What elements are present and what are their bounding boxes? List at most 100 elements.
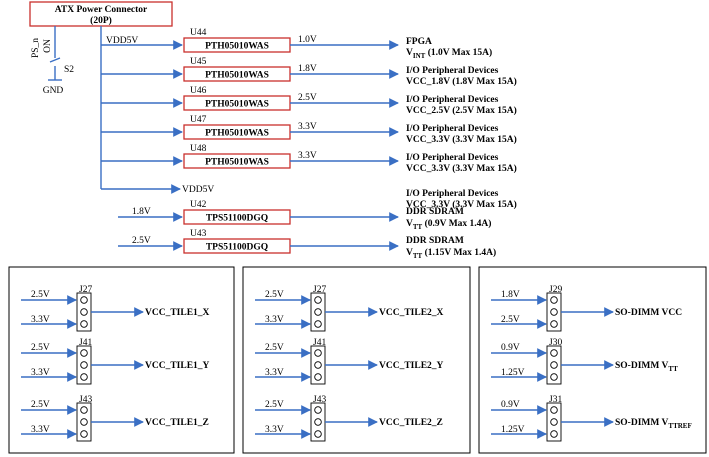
regulator-vout: 2.5V bbox=[298, 93, 317, 103]
jumper-input-1: 2.5V bbox=[31, 400, 50, 410]
switch-state-label: ON bbox=[43, 39, 53, 53]
regulator-dest-line2: VCC_3.3V (3.3V Max 15A) bbox=[406, 134, 517, 145]
jumper-input-2: 3.3V bbox=[31, 315, 50, 325]
ddr-vin: 1.8V bbox=[132, 207, 151, 217]
ddr-ref: U43 bbox=[190, 229, 207, 239]
jumper-ref: J29 bbox=[549, 285, 562, 295]
jumper-input-2: 1.25V bbox=[501, 368, 525, 378]
jumper-ref: J43 bbox=[79, 395, 92, 405]
atx-subtitle: (20P) bbox=[90, 15, 112, 26]
jumper-input-2: 2.5V bbox=[501, 315, 520, 325]
regulator-part: PTH05010WAS bbox=[205, 100, 269, 110]
jumper-output: SO-DIMM VCC bbox=[615, 308, 682, 318]
vdd5v-top-label: VDD5V bbox=[106, 36, 138, 46]
regulator-dest-line1: FPGA bbox=[406, 37, 432, 47]
jumper-input-2: 1.25V bbox=[501, 425, 525, 435]
atx-power-connector: ATX Power Connector (20P) bbox=[29, 1, 173, 27]
jumper-input-2: 3.3V bbox=[31, 368, 50, 378]
regulator-dest-line2: VCC_2.5V (2.5V Max 15A) bbox=[406, 105, 517, 116]
ddr-dest-line1: DDR SDRAM bbox=[406, 207, 464, 217]
jumper-input-2: 3.3V bbox=[31, 425, 50, 435]
power-switch-s2: PS_n ON S2 GND bbox=[31, 26, 74, 96]
regulator-ref: U46 bbox=[190, 86, 207, 96]
jumper-ref: J41 bbox=[313, 338, 326, 348]
jumper-j41: J41 2.5V 3.3V VCC_TILE2_Y bbox=[255, 338, 444, 385]
jumper-panel-2: J27 2.5V 3.3V VCC_TILE2_X J41 2.5V 3.3V VCC_TIL… bbox=[242, 266, 471, 454]
jumper-ref: J27 bbox=[79, 285, 92, 295]
jumper-input-1: 2.5V bbox=[265, 290, 284, 300]
jumper-input-2: 3.3V bbox=[265, 315, 284, 325]
jumper-input-2: 3.3V bbox=[265, 368, 284, 378]
vdd5v-bottom-label: VDD5V bbox=[182, 185, 214, 195]
jumper-j43: J43 2.5V 3.3V VCC_TILE1_Z bbox=[21, 395, 209, 442]
jumper-ref: J41 bbox=[79, 338, 92, 348]
switch-net-label: PS_n bbox=[31, 38, 41, 58]
regulator-vout: 3.3V bbox=[298, 151, 317, 161]
ddr-part: TPS51100DGQ bbox=[206, 243, 268, 253]
jumper-panel-1: J27 2.5V 3.3V VCC_TILE1_X J41 2.5V 3.3V VCC_TIL… bbox=[8, 266, 235, 454]
ddr-dest-line2: VTT (1.15V Max 1.4A) bbox=[406, 247, 496, 260]
jumper-panels: J27 2.5V 3.3V VCC_TILE1_X J41 2.5V 3.3V VCC_TIL… bbox=[8, 266, 707, 454]
vdd5v-bus: VDD5V VDD5V bbox=[100, 26, 214, 195]
ddr-part: TPS51100DGQ bbox=[206, 214, 268, 224]
regulator-part: PTH05010WAS bbox=[205, 158, 269, 168]
regulator-vout: 1.0V bbox=[298, 35, 317, 45]
switch-name-label: S2 bbox=[64, 65, 74, 75]
regulator-dest-line2: VINT (1.0V Max 15A) bbox=[406, 47, 492, 60]
regulator-dest-line2: VCC_1.8V (1.8V Max 15A) bbox=[406, 76, 517, 87]
jumper-j27: J27 2.5V 3.3V VCC_TILE2_X bbox=[255, 285, 444, 332]
ddr-vin: 2.5V bbox=[132, 236, 151, 246]
regulator-dest-line1: I/O Peripheral Devices bbox=[406, 153, 499, 163]
regulator-ref: U44 bbox=[190, 28, 207, 38]
regulator-dest-line2: VCC_3.3V (3.3V Max 15A) bbox=[406, 163, 517, 174]
jumper-j27: J27 2.5V 3.3V VCC_TILE1_X bbox=[21, 285, 210, 332]
extra-dest-line2: VCC_3.3V (3.3V Max 15A) bbox=[406, 199, 517, 210]
regulator-vout: 3.3V bbox=[298, 122, 317, 132]
jumper-input-1: 0.9V bbox=[501, 400, 520, 410]
regulator-ref: U45 bbox=[190, 57, 207, 67]
jumper-output: VCC_TILE2_Y bbox=[379, 361, 444, 371]
regulator-dest-line1: I/O Peripheral Devices bbox=[406, 124, 499, 134]
jumper-output: SO-DIMM VTT bbox=[615, 361, 678, 373]
atx-title: ATX Power Connector bbox=[55, 5, 148, 15]
regulator-dest-line1: I/O Peripheral Devices bbox=[406, 66, 499, 76]
jumper-input-1: 2.5V bbox=[265, 400, 284, 410]
jumper-output: VCC_TILE1_Z bbox=[145, 418, 209, 428]
ddr-dest-line2: VTT (0.9V Max 1.4A) bbox=[406, 218, 491, 231]
jumper-input-1: 1.8V bbox=[501, 290, 520, 300]
regulator-dest-line1: I/O Peripheral Devices bbox=[406, 95, 499, 105]
jumper-output: VCC_TILE1_Y bbox=[145, 361, 210, 371]
jumper-output: VCC_TILE2_X bbox=[379, 308, 444, 318]
regulator-part: PTH05010WAS bbox=[205, 42, 269, 52]
ddr-ref: U42 bbox=[190, 200, 207, 210]
jumper-input-1: 2.5V bbox=[31, 290, 50, 300]
regulator-ref: U47 bbox=[190, 115, 207, 125]
extra-dest-line1: I/O Peripheral Devices bbox=[406, 189, 499, 199]
jumper-ref: J27 bbox=[313, 285, 326, 295]
regulator-part: PTH05010WAS bbox=[205, 71, 269, 81]
jumper-input-1: 0.9V bbox=[501, 343, 520, 353]
jumper-output: VCC_TILE1_X bbox=[145, 308, 210, 318]
regulator-part: PTH05010WAS bbox=[205, 129, 269, 139]
jumper-ref: J43 bbox=[313, 395, 326, 405]
jumper-ref: J31 bbox=[549, 395, 562, 405]
jumper-input-1: 2.5V bbox=[265, 343, 284, 353]
regulator-ref: U48 bbox=[190, 144, 207, 154]
gnd-label: GND bbox=[43, 86, 64, 96]
jumper-output: VCC_TILE2_Z bbox=[379, 418, 443, 428]
extra-destination: I/O Peripheral Devices VCC_3.3V (3.3V Ma… bbox=[406, 189, 517, 210]
